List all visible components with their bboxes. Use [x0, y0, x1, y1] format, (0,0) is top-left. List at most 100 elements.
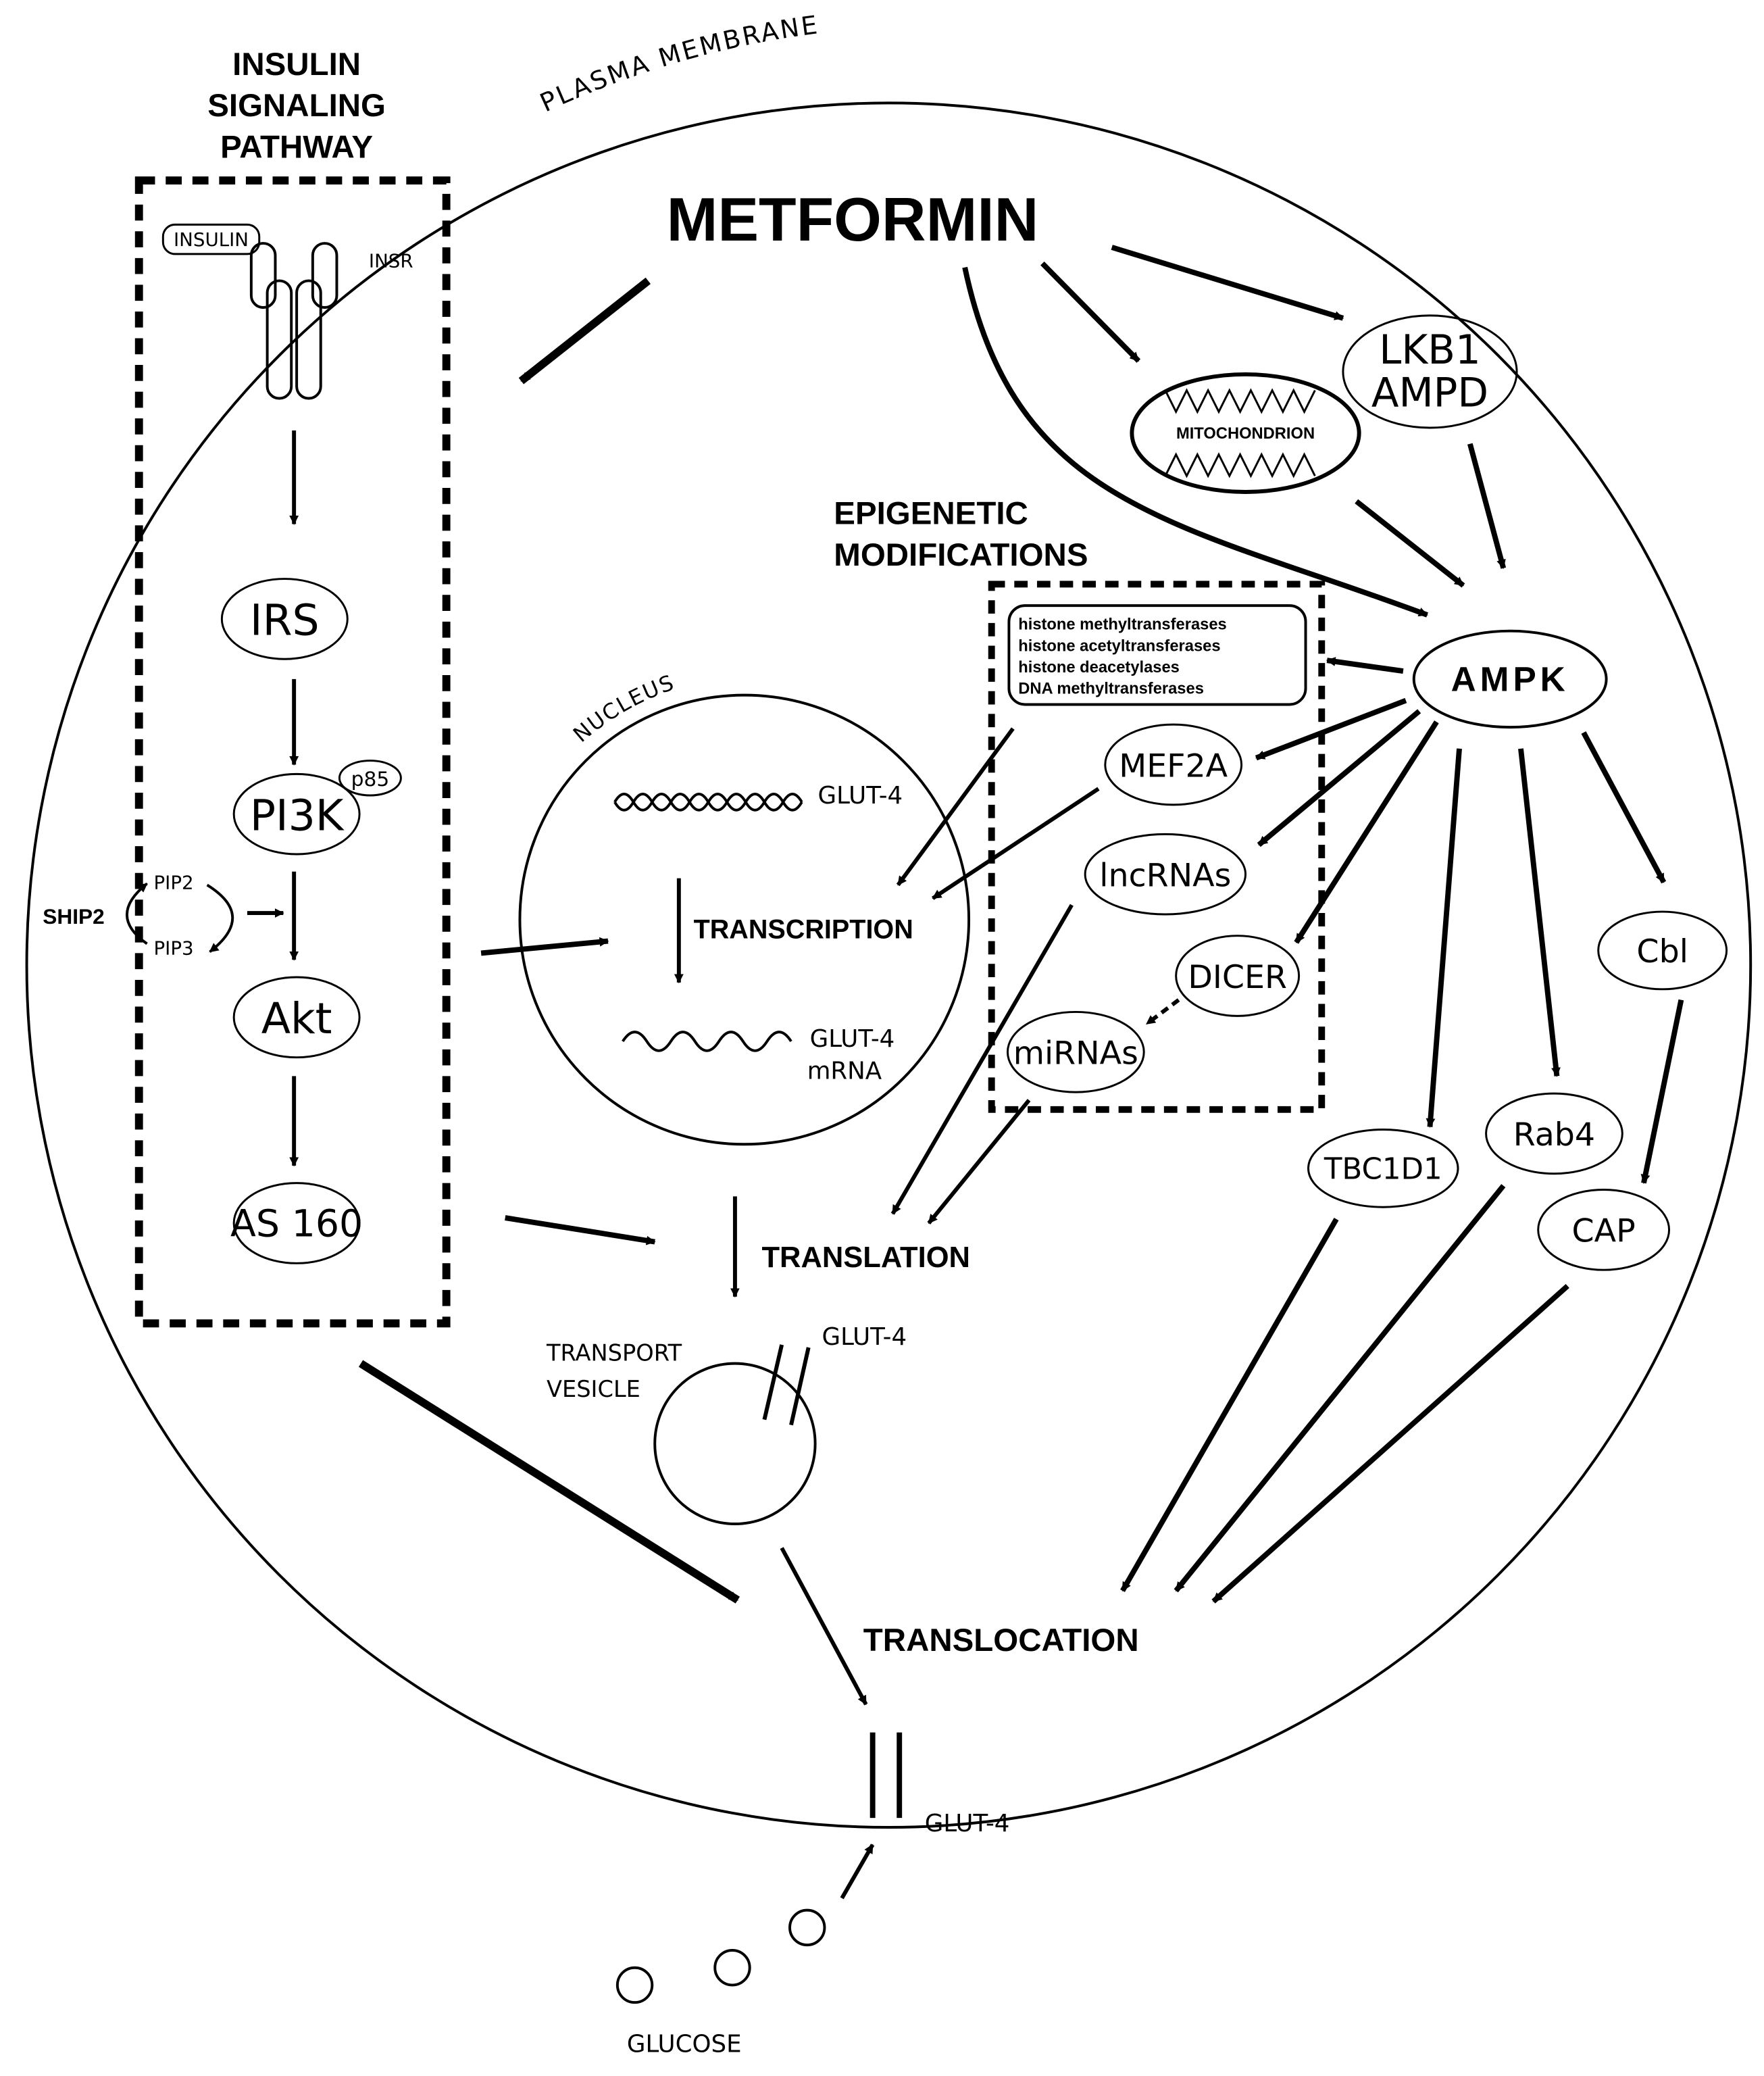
arrow-cbl-cap — [1640, 999, 1684, 1184]
arrow-tbc1d1-translocation — [1120, 1218, 1339, 1592]
svg-text:AS 160: AS 160 — [230, 1203, 363, 1246]
svg-text:Akt: Akt — [261, 993, 332, 1043]
svg-text:PI3K: PI3K — [250, 790, 345, 840]
arrow-lkb1-ampk — [1467, 443, 1507, 570]
glucose-molecule-1 — [615, 1966, 654, 2004]
vesicle-glut4-label: GLUT-4 — [822, 1323, 907, 1351]
arrow-mirnas-translation — [927, 1099, 1031, 1225]
arrow-ampk-lncrnas — [1257, 709, 1421, 847]
svg-text:PATHWAY: PATHWAY — [220, 129, 373, 165]
transport-vesicle-label-1: TRANSPORT — [546, 1340, 682, 1366]
svg-text:TBC1D1: TBC1D1 — [1324, 1153, 1442, 1187]
as160-node: AS 160 — [230, 1182, 363, 1264]
insulin-ligand-box — [161, 223, 261, 255]
arrow-ampk-enzymes — [1326, 657, 1404, 674]
mef2a-node: MEF2A — [1104, 723, 1243, 806]
svg-text:AMPD: AMPD — [1371, 369, 1488, 416]
p85-node: p85 — [338, 760, 402, 797]
arrow-mitochondrion-ampk — [1355, 499, 1465, 588]
epigenetic-box — [988, 580, 1326, 1113]
arrow-cap-translocation — [1211, 1283, 1569, 1604]
nucleus-circle — [518, 693, 971, 1146]
svg-text:MODIFICATIONS: MODIFICATIONS — [834, 537, 1088, 573]
pip-cycle-arrow — [206, 883, 234, 953]
arrow-ampk-dicer — [1294, 720, 1439, 944]
arrow-lncrnas-translation — [890, 904, 1074, 1215]
svg-text:DICER: DICER — [1188, 959, 1287, 996]
pip2-label: PIP2 — [153, 871, 193, 893]
dna-icon — [613, 793, 803, 812]
arrow-dicer-mirnas — [1145, 998, 1180, 1026]
arrow-rab4-translocation — [1174, 1184, 1506, 1593]
svg-text:EPIGENETIC: EPIGENETIC — [834, 495, 1028, 531]
nucleus-label: NUCLEUS — [569, 670, 678, 747]
svg-text:histone deacetylases: histone deacetylases — [1018, 659, 1180, 676]
svg-text:SIGNALING: SIGNALING — [207, 88, 386, 124]
svg-text:AMPK: AMPK — [1451, 660, 1569, 699]
svg-text:CAP: CAP — [1572, 1213, 1636, 1250]
svg-text:MITOCHONDRION: MITOCHONDRION — [1176, 425, 1315, 443]
ship2-cycle-arrow — [125, 882, 148, 945]
insulin-pathway-title: INSULIN SIGNALING PATHWAY — [207, 47, 386, 166]
arrow-metformin-mitochondrion — [1040, 261, 1141, 363]
mrna-icon — [622, 1031, 792, 1052]
glucose-label: GLUCOSE — [627, 2030, 742, 2058]
rab4-node: Rab4 — [1485, 1092, 1623, 1175]
svg-text:MEF2A: MEF2A — [1119, 747, 1228, 785]
glucose-molecule-3 — [788, 1908, 826, 1947]
arrow-vesicle-membrane — [780, 1547, 868, 1706]
metformin-title: METFORMIN — [667, 186, 1039, 254]
arrow-glucose-glut4 — [840, 1844, 875, 1900]
translocation-label: TRANSLOCATION — [863, 1623, 1139, 1658]
svg-text:Rab4: Rab4 — [1513, 1116, 1595, 1154]
insr-label: INSR — [369, 250, 413, 272]
arrow-ampk-rab4 — [1518, 748, 1561, 1077]
tbc1d1-node: TBC1D1 — [1307, 1129, 1459, 1208]
svg-text:Cbl: Cbl — [1636, 933, 1688, 970]
transport-vesicle-circle — [653, 1362, 817, 1525]
arrow-akt-nucleus — [480, 937, 609, 956]
mitochondrion-node: MITOCHONDRION — [1130, 372, 1361, 494]
svg-text:LKB1: LKB1 — [1379, 326, 1480, 373]
membrane-glut4-label: GLUT-4 — [925, 1810, 1010, 1837]
plasma-membrane-label: PLASMA MEMBRANE — [536, 9, 822, 118]
mirnas-node: miRNAs — [1006, 1010, 1145, 1093]
ampk-node: AMPK — [1412, 629, 1608, 729]
arrow-mef2a-transcription — [932, 787, 1100, 900]
cbl-node: Cbl — [1597, 910, 1728, 991]
arrow-pathway-translocation — [358, 1360, 740, 1604]
transcription-label: TRANSCRIPTION — [694, 915, 913, 945]
svg-text:miRNAs: miRNAs — [1013, 1035, 1138, 1072]
svg-text:IRS: IRS — [250, 595, 320, 645]
arrow-ampk-mef2a — [1255, 697, 1407, 761]
insulin-label: INSULIN — [174, 228, 249, 251]
arrow-metformin-insulin-pathway — [518, 277, 651, 385]
lkb1-ampd-node: LKB1 AMPD — [1342, 314, 1518, 429]
irs-node: IRS — [220, 578, 349, 660]
arrow-ampk-cbl — [1581, 731, 1667, 884]
svg-text:p85: p85 — [351, 767, 390, 791]
glucose-molecule-2 — [713, 1949, 751, 1987]
vesicle-glut4-line-2 — [789, 1347, 811, 1426]
cap-node: CAP — [1537, 1189, 1671, 1271]
insulin-receptor-icon — [249, 242, 338, 400]
vesicle-glut4-line-1 — [762, 1344, 784, 1420]
glut4-gene-label: GLUT-4 — [818, 782, 903, 810]
svg-text:lncRNAs: lncRNAs — [1099, 857, 1231, 894]
transport-vesicle-label-2: VESICLE — [547, 1376, 640, 1402]
glut4-mrna-label-1: GLUT-4 — [810, 1025, 895, 1053]
lncrnas-node: lncRNAs — [1084, 833, 1247, 916]
svg-text:DNA methyltransferases: DNA methyltransferases — [1018, 681, 1204, 698]
svg-text:INSULIN: INSULIN — [232, 47, 361, 82]
akt-node: Akt — [232, 976, 361, 1059]
plasma-membrane-circle — [25, 101, 1753, 1829]
arrow-enzymes-transcription — [896, 727, 1015, 887]
arrow-ampk-tbc1d1 — [1426, 748, 1462, 1128]
arrow-metformin-ampk — [962, 266, 1428, 618]
dicer-node: DICER — [1175, 935, 1301, 1017]
insulin-pathway-box — [134, 176, 451, 1328]
arrow-as160-translation — [505, 1215, 656, 1245]
translation-label: TRANSLATION — [761, 1241, 970, 1274]
epigenetic-title: EPIGENETIC MODIFICATIONS — [834, 495, 1088, 572]
